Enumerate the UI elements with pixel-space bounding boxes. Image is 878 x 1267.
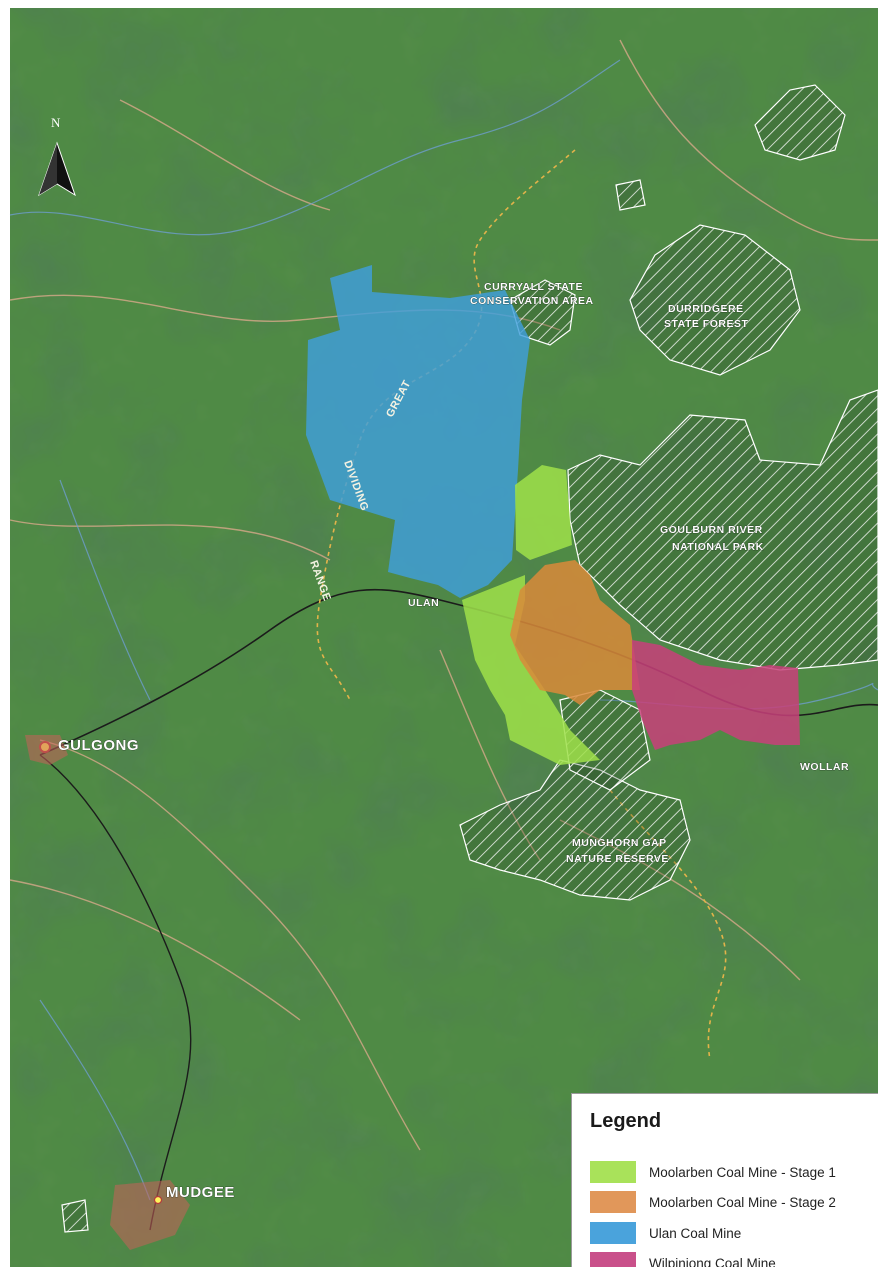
goulburn-river-national-park bbox=[567, 389, 878, 671]
label-curryall-1: CURRYALL STATE bbox=[484, 281, 583, 293]
label-munghorn-2: NATURE RESERVE bbox=[566, 853, 669, 865]
north-arrow-icon bbox=[38, 141, 76, 197]
legend-swatch bbox=[590, 1252, 636, 1267]
legend-label: Moolarben Coal Mine - Stage 1 bbox=[649, 1164, 836, 1180]
mudgee-marker bbox=[153, 1195, 163, 1205]
legend-title: Legend bbox=[590, 1110, 662, 1132]
moolarben-stage1-area bbox=[515, 465, 572, 560]
munghorn-gap-nature-reserve bbox=[459, 759, 691, 901]
legend-swatch bbox=[590, 1161, 636, 1183]
label-durridgere-2: STATE FOREST bbox=[664, 318, 748, 330]
label-durridgere-1: DURRIDGERE bbox=[668, 303, 744, 315]
label-goulburn-2: NATIONAL PARK bbox=[672, 541, 764, 553]
legend-label: Moolarben Coal Mine - Stage 2 bbox=[649, 1194, 836, 1210]
legend-item-moolarben-stage2: Moolarben Coal Mine - Stage 2 bbox=[590, 1190, 875, 1214]
legend-swatch bbox=[590, 1222, 636, 1244]
legend-item-wilpinjong: Wilpinjong Coal Mine bbox=[590, 1251, 875, 1267]
legend-item-ulan: Ulan Coal Mine bbox=[590, 1221, 875, 1245]
label-ulan: ULAN bbox=[408, 597, 439, 609]
wilpinjong-coal-mine-area bbox=[632, 640, 800, 750]
durridgere-state-forest bbox=[629, 224, 801, 376]
label-munghorn-1: MUNGHORN GAP bbox=[572, 837, 667, 849]
mudgee-urban-area bbox=[110, 1180, 190, 1250]
protected-areas bbox=[61, 84, 878, 1233]
north-label: N bbox=[51, 115, 61, 130]
label-goulburn-1: GOULBURN RIVER bbox=[660, 524, 763, 536]
ulan-coal-mine-area bbox=[306, 265, 530, 598]
label-gulgong: GULGONG bbox=[58, 737, 139, 754]
moolarben-stage2-area bbox=[510, 560, 640, 705]
river-network bbox=[9, 59, 878, 1201]
label-mudgee: MUDGEE bbox=[166, 1184, 235, 1201]
legend-panel: Legend Moolarben Coal Mine - Stage 1 Moo… bbox=[571, 1093, 878, 1267]
legend-swatch bbox=[590, 1191, 636, 1213]
label-wollar: WOLLAR bbox=[800, 761, 849, 773]
legend-label: Ulan Coal Mine bbox=[649, 1225, 742, 1241]
legend-label: Wilpinjong Coal Mine bbox=[649, 1255, 776, 1267]
legend-item-moolarben-stage1: Moolarben Coal Mine - Stage 1 bbox=[590, 1160, 875, 1184]
label-curryall-2: CONSERVATION AREA bbox=[470, 295, 594, 307]
durridgere-north bbox=[754, 84, 846, 161]
railway-line-mudgee bbox=[39, 754, 192, 1231]
